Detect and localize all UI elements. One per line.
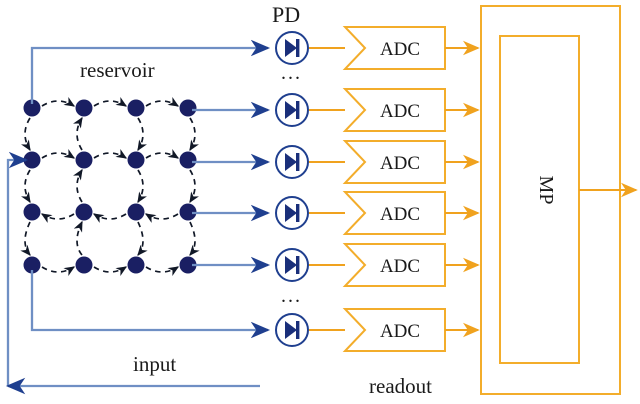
photodiode-icon[interactable] <box>275 248 309 282</box>
reservoir-to-pd-links <box>30 39 271 339</box>
reservoir-node <box>23 203 41 221</box>
reservoir-node <box>179 151 197 169</box>
pd-ellipsis-bottom: ... <box>281 285 302 307</box>
adc-label: ADC <box>380 39 420 60</box>
adc-label: ADC <box>380 321 420 342</box>
adc-label: ADC <box>380 153 420 174</box>
adc-labels: ADC ADC ADC ADC ADC ADC <box>380 39 420 342</box>
adc-to-mp-links <box>445 40 480 338</box>
reservoir-node <box>127 256 145 274</box>
mp-label: MP <box>535 176 557 205</box>
reservoir-node <box>23 99 41 117</box>
reservoir-node <box>127 151 145 169</box>
input-label: input <box>133 352 177 376</box>
reservoir-node <box>75 99 93 117</box>
adc-block[interactable] <box>342 140 446 184</box>
adc-block[interactable] <box>342 243 446 287</box>
adc-block[interactable] <box>342 26 446 70</box>
pd-column-label: PD <box>272 2 301 27</box>
mp-inner-boundary <box>499 35 580 364</box>
adc-block[interactable] <box>342 191 446 235</box>
adc-block[interactable] <box>342 308 446 352</box>
adc-label: ADC <box>380 204 420 225</box>
adc-blocks <box>342 26 446 352</box>
reservoir-node <box>127 99 145 117</box>
mp-block[interactable]: MP <box>480 5 621 395</box>
photodiode-icon[interactable] <box>275 145 309 179</box>
reservoir-node <box>179 99 197 117</box>
pd-ellipsis-top: ... <box>281 62 302 84</box>
pd-to-adc-links <box>309 47 345 331</box>
reservoir-couplings <box>20 97 200 276</box>
reservoir-nodes <box>23 99 197 274</box>
reservoir-node <box>75 256 93 274</box>
reservoir-node <box>179 203 197 221</box>
photodiode-icon[interactable] <box>275 31 309 65</box>
link-node-to-pd-6 <box>30 270 271 339</box>
reservoir-node <box>179 256 197 274</box>
photodiode-icon[interactable] <box>275 196 309 230</box>
adc-label: ADC <box>380 256 420 277</box>
input-feedback-path <box>5 151 260 395</box>
pd-symbols <box>275 31 309 347</box>
adc-block[interactable] <box>342 88 446 132</box>
reservoir-node <box>23 256 41 274</box>
reservoir-node <box>23 151 41 169</box>
readout-label: readout <box>369 374 432 398</box>
photodiode-icon[interactable] <box>275 93 309 127</box>
reservoir-label: reservoir <box>80 58 155 82</box>
reservoir-node <box>75 151 93 169</box>
adc-label: ADC <box>380 101 420 122</box>
photodiode-icon[interactable] <box>275 313 309 347</box>
link-node-to-pd-1 <box>30 39 271 104</box>
reservoir-node <box>127 203 145 221</box>
reservoir-node <box>75 203 93 221</box>
input-arrow-into-reservoir <box>6 151 29 386</box>
